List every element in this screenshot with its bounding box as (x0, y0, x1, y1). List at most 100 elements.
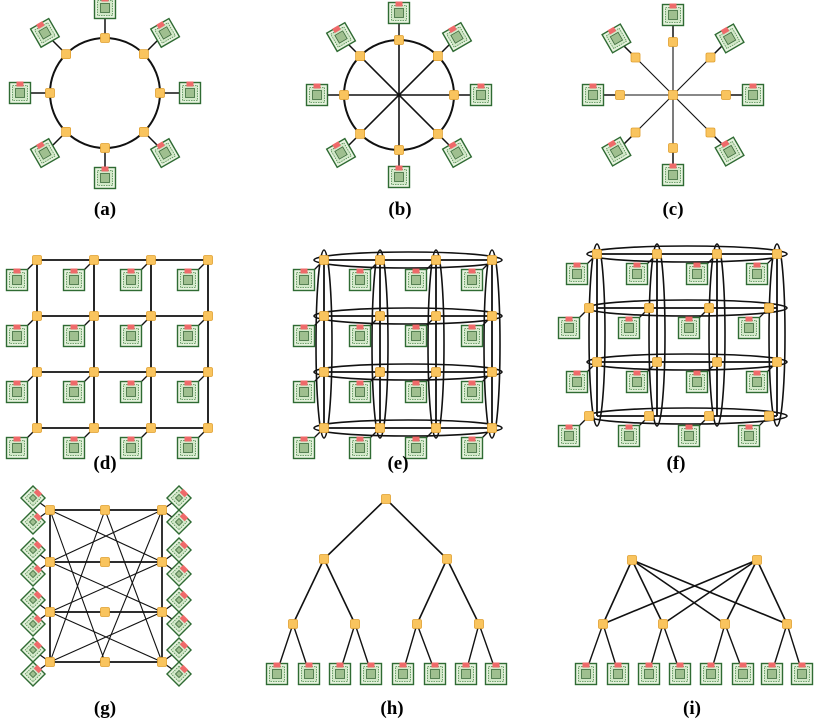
router-node-icon (705, 52, 716, 63)
processor-core-icon (685, 262, 709, 286)
processor-core-icon (19, 536, 47, 564)
core-chip (366, 669, 376, 679)
core-port (745, 424, 753, 430)
router-node-icon (668, 37, 678, 47)
core-port (184, 268, 192, 274)
core-chip (183, 275, 193, 285)
core-port (16, 81, 24, 87)
processor-core-icon (19, 560, 47, 588)
core-chip (299, 387, 309, 397)
core-chip (126, 275, 136, 285)
processor-core-icon (617, 316, 641, 340)
core-port (101, 166, 109, 172)
core-chip (722, 144, 737, 159)
core-port (356, 380, 364, 386)
processor-core-icon (565, 370, 589, 394)
core-chip (572, 269, 582, 279)
processor-core-icon (404, 324, 428, 348)
processor-core-icon (484, 662, 508, 686)
torus-col-link (427, 249, 445, 439)
core-port (431, 662, 439, 668)
processor-core-icon (62, 380, 86, 404)
core-port (676, 662, 684, 668)
core-chip (28, 669, 38, 679)
router-node-icon (32, 255, 42, 265)
core-chip (126, 443, 136, 453)
router-node-icon (319, 423, 329, 433)
processor-core-icon (760, 662, 784, 686)
router-node-icon (627, 555, 637, 565)
router-node-icon (487, 423, 497, 433)
core-port (582, 662, 590, 668)
core-chip (476, 90, 486, 100)
router-node-icon (138, 126, 149, 137)
processor-core-icon (165, 660, 193, 688)
router-node-icon (375, 255, 385, 265)
processor-core-icon (5, 268, 29, 292)
core-port (13, 380, 21, 386)
core-port (33, 564, 43, 574)
processor-core-icon (292, 380, 316, 404)
link-line (385, 498, 448, 560)
core-port (127, 268, 135, 274)
link-line (756, 559, 788, 625)
core-port (300, 436, 308, 442)
core-port (468, 324, 476, 330)
processor-core-icon (5, 324, 29, 348)
torus-col-link (371, 249, 389, 439)
core-port (468, 380, 476, 386)
core-chip (675, 669, 685, 679)
router-node-icon (350, 619, 360, 629)
router-node-icon (146, 255, 156, 265)
core-chip (692, 377, 702, 387)
core-chip (564, 431, 574, 441)
processor-core-icon (297, 662, 321, 686)
router-node-icon (431, 255, 441, 265)
torus-row-link (586, 245, 788, 263)
processor-core-icon (119, 324, 143, 348)
router-node-icon (375, 423, 385, 433)
core-chip (461, 669, 471, 679)
core-port (468, 268, 476, 274)
core-chip (355, 387, 365, 397)
processor-core-icon (93, 166, 117, 190)
core-chip (38, 146, 52, 160)
core-port (753, 370, 761, 376)
torus-row-link (586, 353, 788, 371)
core-chip (609, 144, 624, 159)
core-port (184, 324, 192, 330)
router-node-icon (203, 255, 213, 265)
processor-core-icon (8, 81, 32, 105)
core-port (633, 370, 641, 376)
router-node-icon (381, 494, 391, 504)
processor-core-icon (19, 636, 47, 664)
processor-core-icon (565, 262, 589, 286)
core-port (739, 662, 747, 668)
core-chip (609, 31, 624, 46)
core-chip (28, 595, 38, 605)
processor-core-icon (348, 268, 372, 292)
core-port (70, 324, 78, 330)
router-node-icon (652, 249, 662, 259)
core-port (179, 614, 189, 624)
core-port (179, 640, 189, 650)
link-line (602, 559, 633, 625)
router-node-icon (45, 607, 55, 617)
core-port (448, 25, 457, 34)
core-port (33, 664, 43, 674)
core-port (127, 324, 135, 330)
core-port (798, 662, 806, 668)
router-node-icon (598, 619, 608, 629)
core-chip (158, 26, 172, 40)
link-line (323, 558, 356, 625)
router-node-icon (668, 90, 678, 100)
router-node-icon (89, 255, 99, 265)
core-chip (299, 275, 309, 285)
processor-core-icon (741, 83, 765, 107)
core-port (156, 141, 165, 150)
core-chip (748, 90, 758, 100)
core-chip (174, 545, 184, 555)
processor-core-icon (176, 324, 200, 348)
router-node-icon (720, 619, 730, 629)
